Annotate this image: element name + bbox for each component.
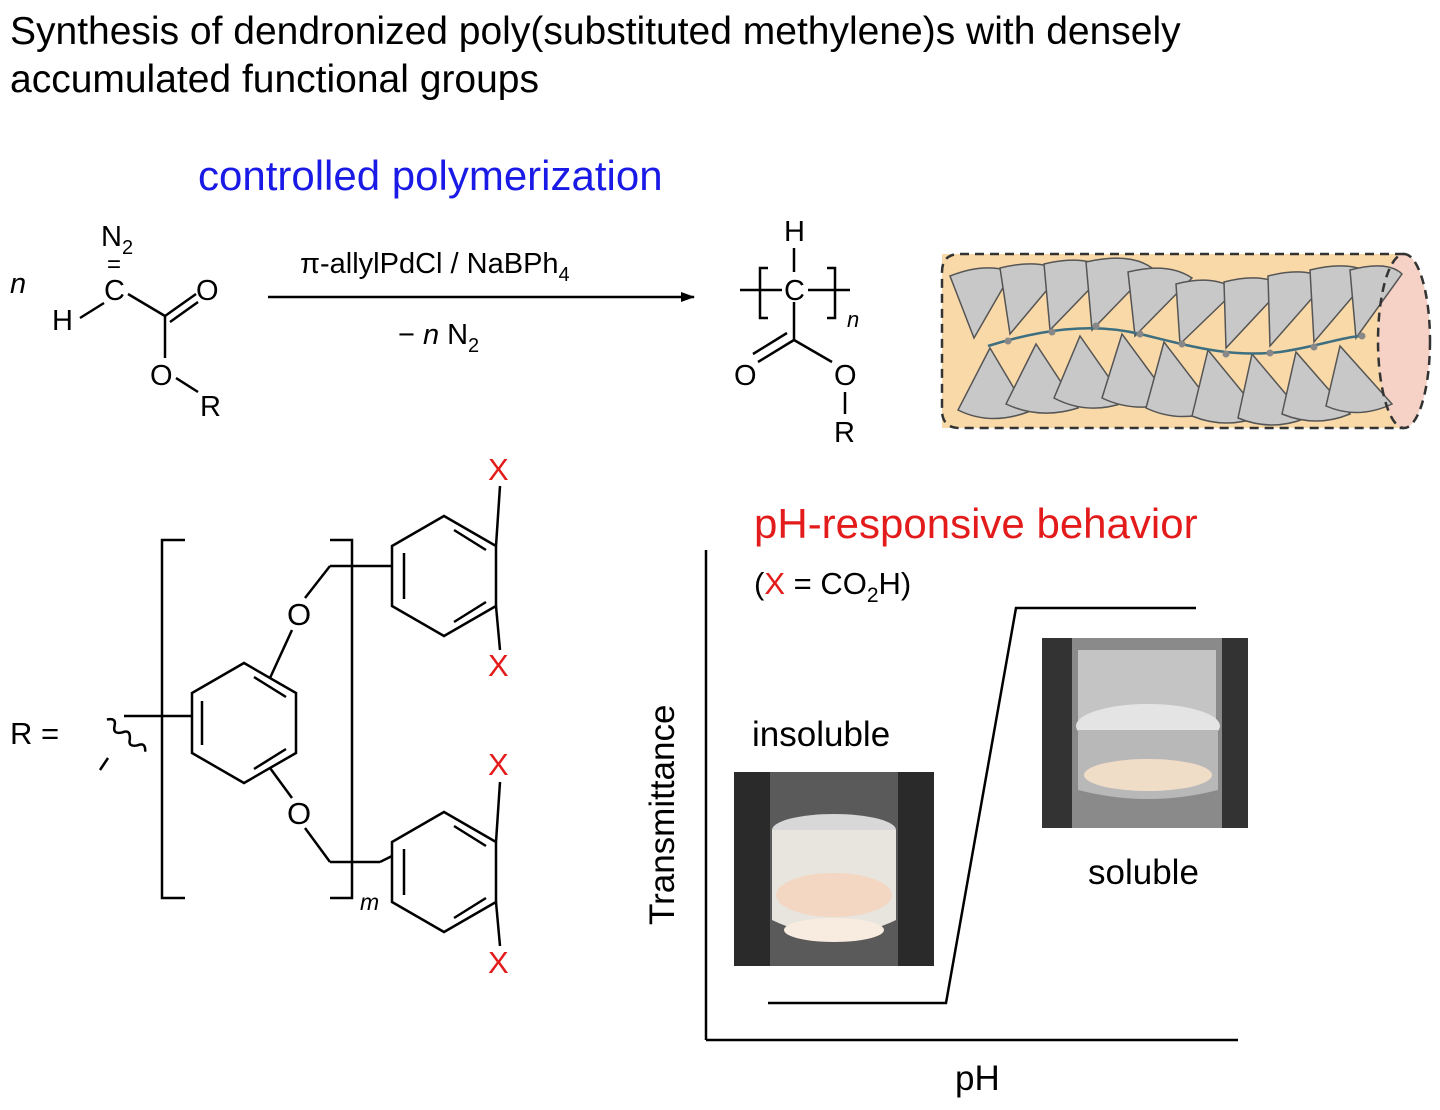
polymer-carbonyl-oxygen: O xyxy=(734,360,757,392)
ether-oxygen-lower: O xyxy=(287,796,311,831)
monomer-coefficient: n xyxy=(10,268,26,300)
transmittance-curve xyxy=(768,606,1196,1005)
dendronized-polymer-cylinder xyxy=(940,252,1432,430)
x-label-1: X xyxy=(488,452,509,487)
insoluble-vial-photo xyxy=(734,772,934,966)
monomer-hydrogen: H xyxy=(52,305,73,337)
soluble-vial-photo xyxy=(1042,638,1248,828)
cylinder-outline xyxy=(940,252,1432,430)
generation-m: m xyxy=(360,889,379,915)
ether-oxygen-upper: O xyxy=(287,597,311,632)
page-title: Synthesis of dendronized poly(substitute… xyxy=(10,8,1181,104)
r-group-structure: R = O O m X X X X xyxy=(10,452,509,980)
x-label-4: X xyxy=(488,945,509,980)
ph-plot-axes xyxy=(704,550,1238,1042)
carboxylic-acid-note: (X = CO2H) xyxy=(754,566,911,607)
backbone-nodes xyxy=(1004,322,1366,358)
polymer-carbon: C xyxy=(784,275,805,307)
reaction-conditions-catalyst: π-allylPdCl / NaBPh4 xyxy=(300,248,570,286)
polymer-ester-oxygen: O xyxy=(834,360,857,392)
monomer-carbonyl-oxygen: O xyxy=(196,275,219,307)
soluble-label: soluble xyxy=(1088,853,1199,892)
monomer-ester-oxygen: O xyxy=(150,360,173,392)
dendron-wedges xyxy=(949,257,1403,426)
polymer-r-group: R xyxy=(834,417,855,449)
x-label-3: X xyxy=(488,747,509,782)
monomer-r-group: R xyxy=(200,391,221,423)
ph-heading: pH-responsive behavior xyxy=(754,500,1198,547)
title-line-1: Synthesis of dendronized poly(substitute… xyxy=(10,10,1181,53)
r-group-label: R = xyxy=(10,716,59,751)
insoluble-label: insoluble xyxy=(752,715,890,754)
diazo-double-bond: = xyxy=(107,251,121,278)
x-axis-label: pH xyxy=(955,1059,1000,1098)
cylinder-end xyxy=(1378,254,1430,428)
polymer-structure: H C n O O R xyxy=(734,216,859,449)
monomer-carbon: C xyxy=(104,275,125,307)
title-line-2: accumulated functional groups xyxy=(10,58,539,101)
polymer-backbone xyxy=(987,327,1365,355)
polymer-repeat-n: n xyxy=(847,307,859,332)
reaction-heading: controlled polymerization xyxy=(198,152,663,199)
y-axis-label: Transmittance xyxy=(643,705,682,925)
monomer-n2-label: N2 xyxy=(101,221,133,259)
x-label-2: X xyxy=(488,648,509,683)
monomer-structure: n N2 = C H O O R xyxy=(10,221,221,423)
polymer-hydrogen: H xyxy=(784,216,805,248)
